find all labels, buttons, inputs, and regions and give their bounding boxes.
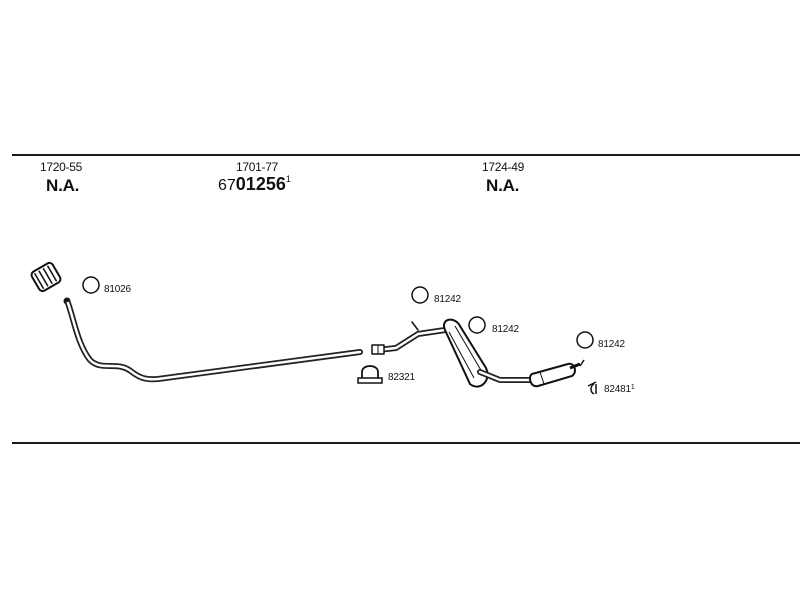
section-value-rear: N.A.: [486, 176, 520, 195]
section-value-front: N.A.: [46, 176, 80, 195]
rear-muffler: [529, 359, 585, 388]
rear-pipe: [477, 369, 539, 383]
rubber-ring-icon: [82, 276, 100, 294]
part-number-footnote: 1: [285, 174, 291, 184]
front-connector: [30, 261, 71, 305]
middle-pipe: [371, 321, 448, 355]
middle-muffler: [443, 318, 489, 388]
rubber-ring-icon: [468, 316, 486, 334]
part-label-clamp-82321: 82321: [388, 372, 415, 383]
part-number-main: 01256: [235, 174, 286, 194]
section-part-number-middle: 67012561: [218, 174, 291, 195]
section-ref-front: 1720-55: [40, 160, 82, 174]
section-ref-rear: 1724-49: [482, 160, 524, 174]
bottom-divider: [12, 442, 800, 444]
part-number-prefix: 67: [218, 177, 236, 194]
part-label-ring-81242-c: 81242: [598, 339, 625, 350]
part-label-ring-81026: 81026: [104, 284, 131, 295]
part-label-hanger-82481: 824811: [604, 384, 635, 395]
hanger-number: 82481: [604, 384, 631, 395]
rubber-ring-icon: [576, 331, 594, 349]
section-ref-middle: 1701-77: [236, 160, 278, 174]
rubber-ring-icon: [411, 286, 429, 304]
part-label-ring-81242-a: 81242: [434, 294, 461, 305]
top-divider: [12, 154, 800, 156]
part-label-ring-81242-b: 81242: [492, 324, 519, 335]
front-pipe: [65, 300, 363, 383]
clamp-icon: [357, 365, 383, 384]
hanger-footnote: 1: [630, 384, 635, 391]
hanger-icon: [587, 381, 597, 395]
